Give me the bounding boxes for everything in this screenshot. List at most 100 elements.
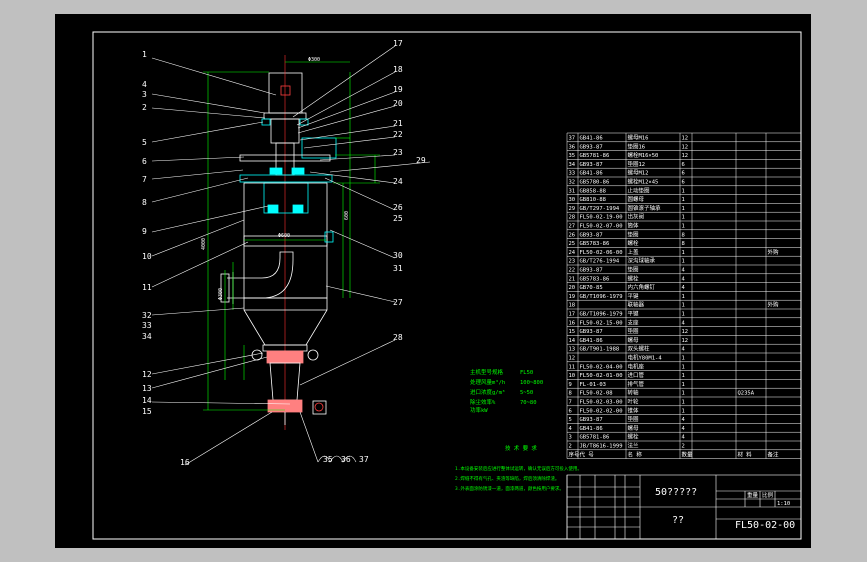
bom-cell-no: 18 bbox=[569, 303, 576, 309]
bom-cell-code: GB93-87 bbox=[580, 329, 603, 335]
bom-cell-qty: 1 bbox=[682, 197, 685, 203]
separator-drawing bbox=[220, 55, 337, 430]
bom-cell-no: 13 bbox=[569, 347, 576, 353]
callout-20: 20 bbox=[393, 99, 403, 108]
bom-cell-no: 12 bbox=[569, 356, 576, 362]
bom-cell-qty: 8 bbox=[682, 241, 685, 247]
bom-cell-name: 锥体 bbox=[628, 406, 640, 414]
bom-cell-qty: 4 bbox=[682, 268, 686, 274]
bom-cell-qty: 8 bbox=[682, 232, 685, 238]
callout-33: 33 bbox=[142, 321, 152, 330]
bom-cell-name: 叶轮 bbox=[628, 398, 640, 406]
company-name: ?? bbox=[672, 515, 684, 526]
bom-cell-no: 23 bbox=[569, 259, 576, 265]
bom-cell-no: 11 bbox=[569, 364, 576, 370]
bom-cell-name: 出灰阀 bbox=[628, 213, 645, 221]
bom-cell-qty: 6 bbox=[682, 162, 685, 168]
weight-label: 重量 bbox=[747, 491, 759, 499]
bom-cell-no: 27 bbox=[569, 224, 576, 230]
bom-cell-name: 螺母M16 bbox=[628, 134, 649, 142]
dimension-text: 4000 Φ600 Φ300 Φ300 600 bbox=[201, 57, 350, 300]
bom-cell-qty: 1 bbox=[682, 382, 685, 388]
motor-terminal-box bbox=[280, 85, 291, 96]
bom-cell-name: 排气管 bbox=[628, 380, 645, 388]
bom-cell-qty: 12 bbox=[682, 136, 689, 142]
bom-cell-qty: 12 bbox=[682, 144, 689, 150]
bom-cell-no: 35 bbox=[569, 153, 576, 159]
bom-cell-code: JB/T8616-1999 bbox=[580, 444, 623, 450]
callout-15: 15 bbox=[142, 407, 152, 416]
callout-25: 25 bbox=[393, 214, 403, 223]
bom-cell-qty: 4 bbox=[682, 276, 686, 282]
bom-cell-code: GB93-87 bbox=[580, 144, 603, 150]
spec-label-0: 主机型号规格 bbox=[470, 368, 504, 376]
leader-lines bbox=[151, 45, 431, 466]
bom-cell-name: 螺母 bbox=[628, 424, 640, 432]
bom-cell-no: 4 bbox=[569, 426, 573, 432]
bom-cell-name: 垫圈 bbox=[628, 230, 640, 238]
bom-cell-code: GB858-88 bbox=[580, 188, 607, 194]
bom-cell-code: GB93-87 bbox=[580, 268, 603, 274]
bom-cell-name: 深沟球轴承 bbox=[628, 257, 656, 265]
bom-cell-code: GB41-86 bbox=[580, 338, 603, 344]
callout-30: 30 bbox=[393, 251, 403, 260]
bom-cell-name: 螺栓 bbox=[628, 239, 640, 247]
bom-cell-code: GB70-85 bbox=[580, 285, 603, 291]
callout-4: 4 bbox=[142, 80, 147, 89]
bom-cell-name: 平键 bbox=[628, 292, 640, 300]
bom-cell-name: 螺母 bbox=[628, 336, 640, 344]
bom-cell-name: 电机Y80M1-4 bbox=[628, 354, 663, 362]
bom-cell-code: GB/T297-1994 bbox=[580, 206, 620, 212]
callout-21: 21 bbox=[393, 119, 403, 128]
callout-13: 13 bbox=[142, 384, 152, 393]
callout-26: 26 bbox=[393, 203, 403, 212]
bom-cell-qty: 1 bbox=[682, 373, 685, 379]
bom-cell-name: 螺栓 bbox=[628, 433, 640, 441]
callout-31: 31 bbox=[393, 264, 403, 273]
bom-header-no: 序号 bbox=[569, 450, 581, 458]
bom-cell-name: 支座 bbox=[628, 318, 640, 326]
bom-cell-code: GB5780-86 bbox=[580, 180, 610, 186]
bom-header-qty: 数量 bbox=[682, 450, 694, 458]
callout-32: 32 bbox=[142, 311, 152, 320]
spec-label-1: 处理风量m³/h bbox=[470, 378, 505, 386]
callout-24: 24 bbox=[393, 177, 403, 186]
bom-cell-code: GB41-86 bbox=[580, 136, 603, 142]
callout-18: 18 bbox=[393, 65, 403, 74]
bom-cell-code: FL50-02-08 bbox=[580, 391, 613, 397]
callout-12: 12 bbox=[142, 370, 152, 379]
bom-cell-qty: 2 bbox=[682, 444, 685, 450]
callout-27: 27 bbox=[393, 298, 403, 307]
note-0: 1.本设备安装后应进行整体试运转，确认无误后方可投入使用。 bbox=[455, 465, 582, 472]
bom-cell-name: 电机座 bbox=[628, 362, 645, 370]
bom-cell-qty: 1 bbox=[682, 408, 685, 414]
bom-cell-code: FL50-02-07-00 bbox=[580, 224, 623, 230]
spec-value-2: 5~50 bbox=[520, 390, 533, 396]
bom-cell-code: GB/T1096-1979 bbox=[580, 294, 623, 300]
bom-cell-qty: 12 bbox=[682, 153, 689, 159]
bom-cell-name: 垫圈 bbox=[628, 415, 640, 423]
bom-cell-code: FL50-02-04-00 bbox=[580, 364, 623, 370]
bom-cell-no: 5 bbox=[569, 417, 572, 423]
bom-cell-qty: 4 bbox=[682, 285, 686, 291]
bom-cell-qty: 1 bbox=[682, 215, 685, 221]
bom-cell-code: FL50-02-19-00 bbox=[580, 215, 623, 221]
bom-cell-no: 16 bbox=[569, 320, 576, 326]
bom-cell-code: FL50-02-01-00 bbox=[580, 373, 623, 379]
bom-cell-no: 24 bbox=[569, 250, 576, 256]
callout-6: 6 bbox=[142, 157, 147, 166]
bom-cell-qty: 1 bbox=[682, 303, 685, 309]
bom-cell-code: GB/T1096-1979 bbox=[580, 312, 623, 318]
bom-cell-no: 36 bbox=[569, 144, 576, 150]
dim-4000: 4000 bbox=[201, 238, 207, 250]
bom-cell-qty: 4 bbox=[682, 347, 686, 353]
bom-cell-code: GB810-88 bbox=[580, 197, 607, 203]
bom-cell-code: GB5781-86 bbox=[580, 435, 610, 441]
bom-cell-name: 止动垫圈 bbox=[628, 186, 651, 194]
bom-cell-no: 37 bbox=[569, 136, 576, 142]
callout-23: 23 bbox=[393, 148, 403, 157]
callout-3: 3 bbox=[142, 90, 147, 99]
bom-cell-qty: 4 bbox=[682, 435, 686, 441]
callout-22: 22 bbox=[393, 130, 403, 139]
